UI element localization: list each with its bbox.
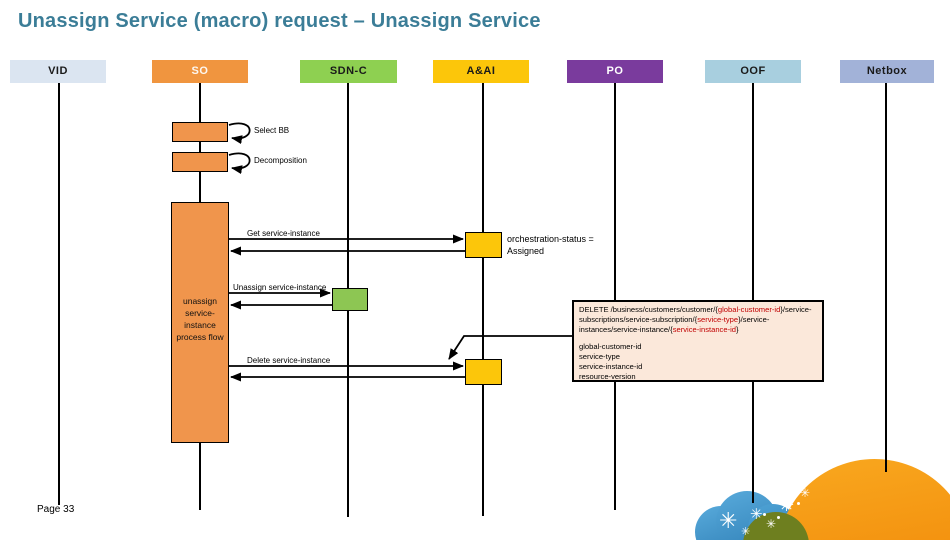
note-connector-arrow	[448, 335, 572, 360]
aai-execution-delete	[465, 359, 502, 385]
sparkle-dot	[777, 516, 780, 519]
delete-request-note: DELETE /business/customers/customer/{glo…	[572, 300, 824, 382]
delete-request-params: global-customer-id service-type service-…	[579, 342, 643, 382]
label-get-service-instance: Get service-instance	[247, 229, 320, 238]
label-unassign-service-instance: Unassign service-instance	[233, 283, 327, 292]
orchestration-status-note: orchestration-status = Assigned	[507, 234, 594, 256]
label-select-bb: Select BB	[254, 126, 290, 135]
sparkle-icon: ✳	[766, 517, 777, 531]
lane-header-po: PO	[567, 60, 663, 83]
delete-request-path: DELETE /business/customers/customer/{glo…	[579, 305, 812, 335]
sparkle-icon: ✳	[719, 508, 738, 533]
label-decomposition: Decomposition	[254, 156, 307, 165]
sdnc-execution-unassign	[332, 288, 368, 311]
sparkle-icon: ✳	[741, 526, 751, 538]
lane-header-so: SO	[152, 60, 248, 83]
page-number: Page 33	[37, 504, 75, 515]
label-delete-service-instance: Delete service-instance	[247, 356, 331, 365]
lane-header-vid: VID	[10, 60, 106, 83]
lane-header-oof: OOF	[705, 60, 801, 83]
lane-header-aai: A&AI	[433, 60, 529, 83]
aai-execution-get	[465, 232, 502, 258]
process-flow-label: unassign service-instance process flow	[176, 296, 224, 342]
sparkle-icon: ✳	[750, 506, 763, 523]
sparkle-dot	[763, 513, 766, 516]
sparkle-dot	[797, 502, 800, 505]
self-loop-decomposition	[228, 152, 251, 175]
sparkle-icon: ✳	[800, 486, 811, 500]
lane-header-netbox: Netbox	[840, 60, 934, 83]
so-execution-select-bb	[172, 122, 228, 142]
page-title: Unassign Service (macro) request – Unass…	[18, 10, 541, 32]
sparkle-icon: ✳	[779, 495, 795, 515]
so-execution-decomposition	[172, 152, 228, 172]
lane-header-sdnc: SDN-C	[300, 60, 397, 83]
self-loop-select-bb	[228, 122, 251, 145]
